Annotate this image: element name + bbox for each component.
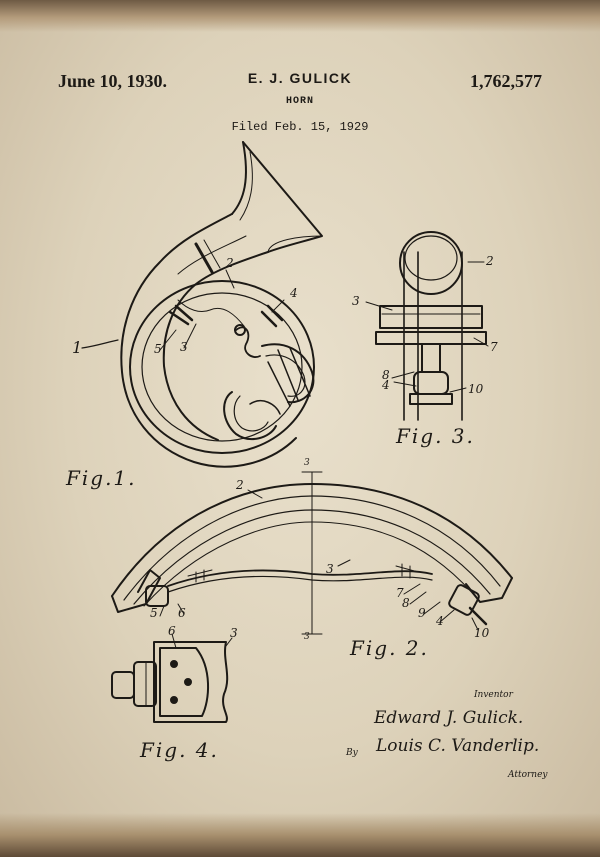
fig2-caption: Fig. 2.: [350, 636, 429, 660]
fig2-ref-7: 7: [396, 586, 404, 600]
fig4-caption: Fig. 4.: [140, 738, 219, 762]
fig1-caption: Fig.1.: [66, 466, 137, 490]
fig2-ref-4: 4: [436, 614, 444, 628]
fig4-bracket-drawing: [111, 633, 233, 723]
by-label: By: [346, 748, 358, 758]
fig1-ref-1: 1: [72, 338, 83, 357]
attorney-signature: Louis C. Vanderlip.: [376, 736, 540, 756]
patent-number: 1,762,577: [470, 71, 542, 91]
fig1-ref-3: 3: [180, 340, 188, 354]
fig3-caption: Fig. 3.: [396, 424, 475, 448]
patent-date: June 10, 1930.: [58, 71, 168, 91]
fig3-section-drawing: [365, 231, 489, 421]
fig2-ref-3-top: 3: [304, 458, 310, 468]
torn-bottom-edge: [0, 813, 600, 857]
fig2-ref-2: 2: [236, 478, 244, 492]
torn-top-edge: [0, 0, 600, 32]
patent-title: HORN: [285, 96, 314, 107]
fig1-ref-2: 2: [226, 256, 234, 270]
inventor-header: E. J. GULICK: [247, 70, 353, 86]
fig2-ref-8: 8: [402, 596, 410, 610]
fig2-ref-9: 9: [418, 606, 426, 620]
fig3-ref-4: 4: [382, 378, 390, 392]
fig2-ref-3-bottom: 3: [304, 632, 310, 642]
fig3-ref-3: 3: [352, 294, 360, 308]
fig2-ref-5: 5: [150, 606, 158, 620]
fig4-ref-6: 6: [168, 624, 176, 638]
fig1-ref-5: 5: [154, 342, 162, 356]
attorney-label: Attorney: [508, 770, 548, 780]
fig3-ref-7: 7: [490, 340, 498, 354]
inventor-signature: Edward J. Gulick.: [374, 708, 524, 728]
fig2-ref-3: 3: [326, 562, 334, 576]
inventor-label: Inventor: [474, 690, 513, 700]
fig1-ref-4: 4: [290, 286, 298, 300]
fig2-arc-drawing: [111, 471, 513, 635]
fig2-ref-6: 6: [178, 606, 186, 620]
fig3-ref-2: 2: [486, 254, 494, 268]
fig4-ref-3: 3: [230, 626, 238, 640]
filed-date: Filed Feb. 15, 1929: [231, 120, 369, 134]
fig3-ref-10: 10: [468, 382, 484, 396]
fig3-ref-8: 8: [382, 368, 390, 382]
fig1-horn-drawing: [81, 141, 323, 468]
fig2-ref-10: 10: [474, 626, 490, 640]
